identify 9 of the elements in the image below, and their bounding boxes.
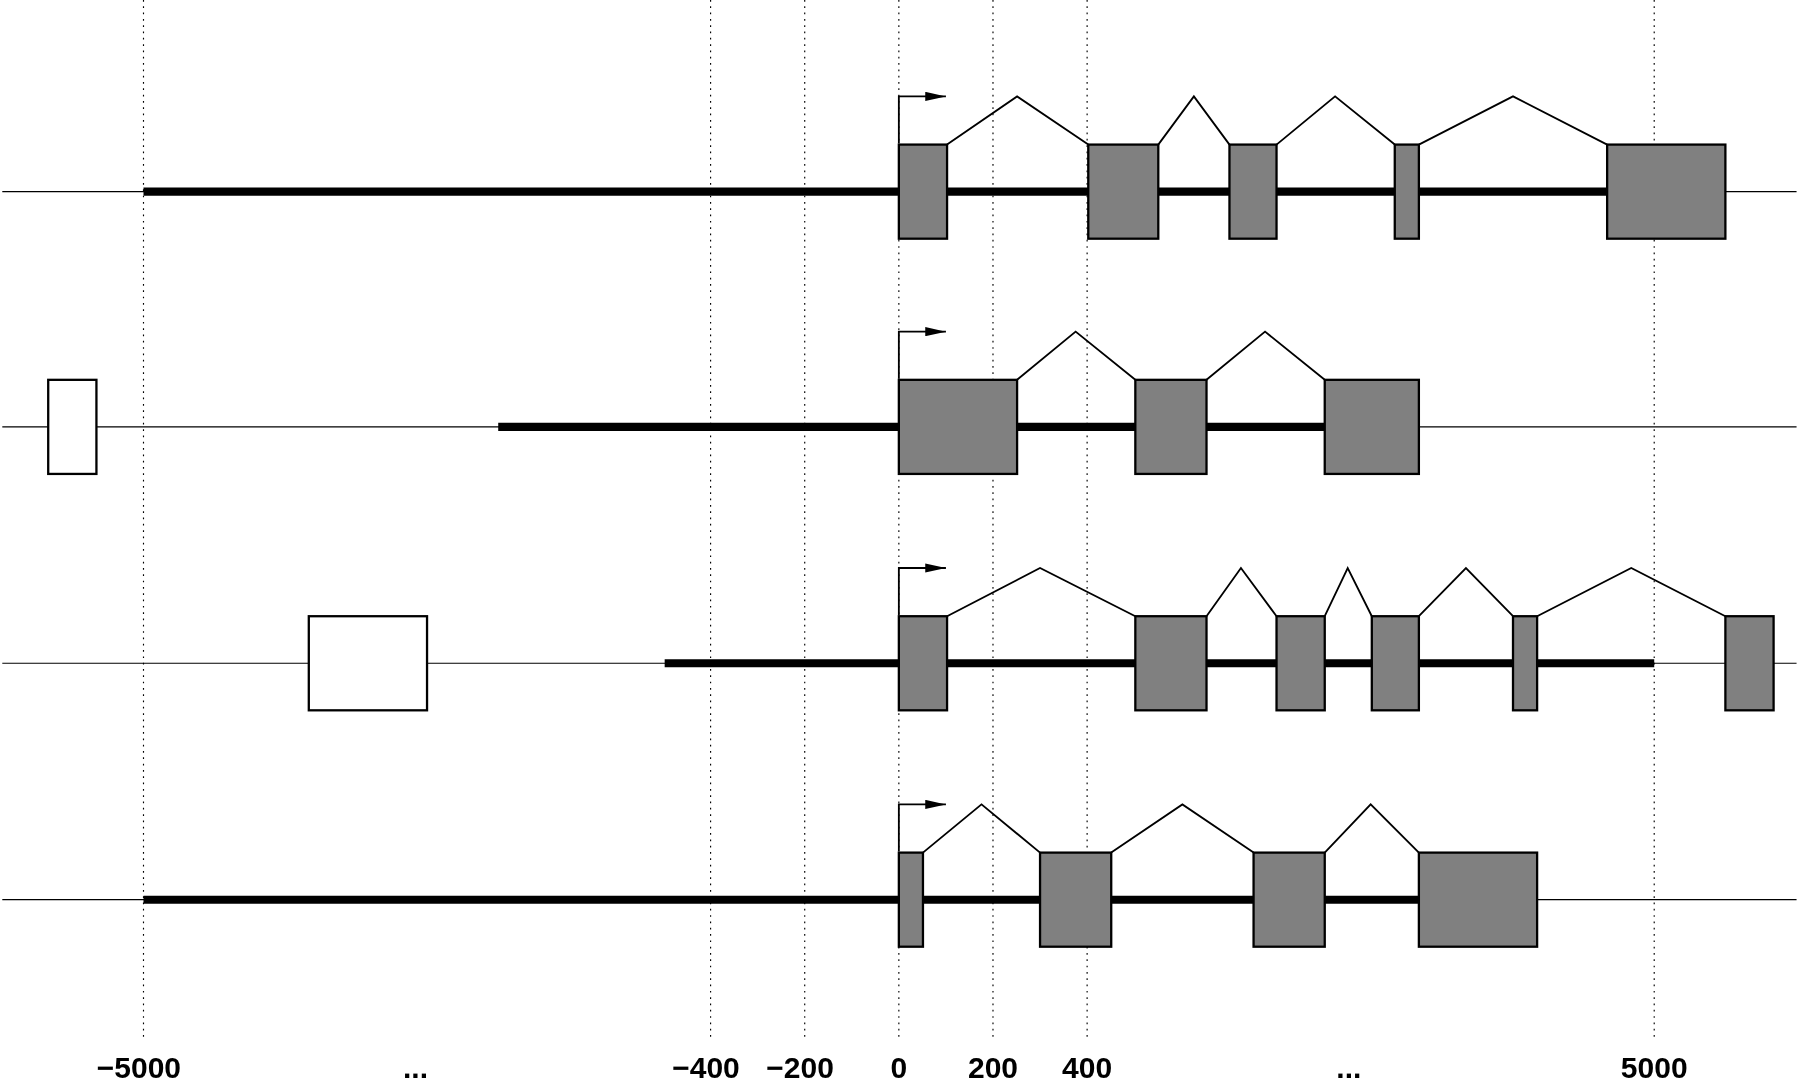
axis-tick-label: −5000 — [96, 1052, 181, 1084]
axis-tick-label: −400 — [672, 1052, 740, 1084]
axis-tick-label: ... — [403, 1052, 429, 1084]
axis-tick-label: 5000 — [1620, 1052, 1688, 1084]
axis-tick-label: 400 — [1062, 1052, 1113, 1084]
axis-tick-label: −200 — [766, 1052, 834, 1084]
axis-tick-label: 0 — [890, 1052, 908, 1084]
axis-tick-label: ... — [1336, 1052, 1362, 1084]
axis-tick-label: 200 — [967, 1052, 1018, 1084]
